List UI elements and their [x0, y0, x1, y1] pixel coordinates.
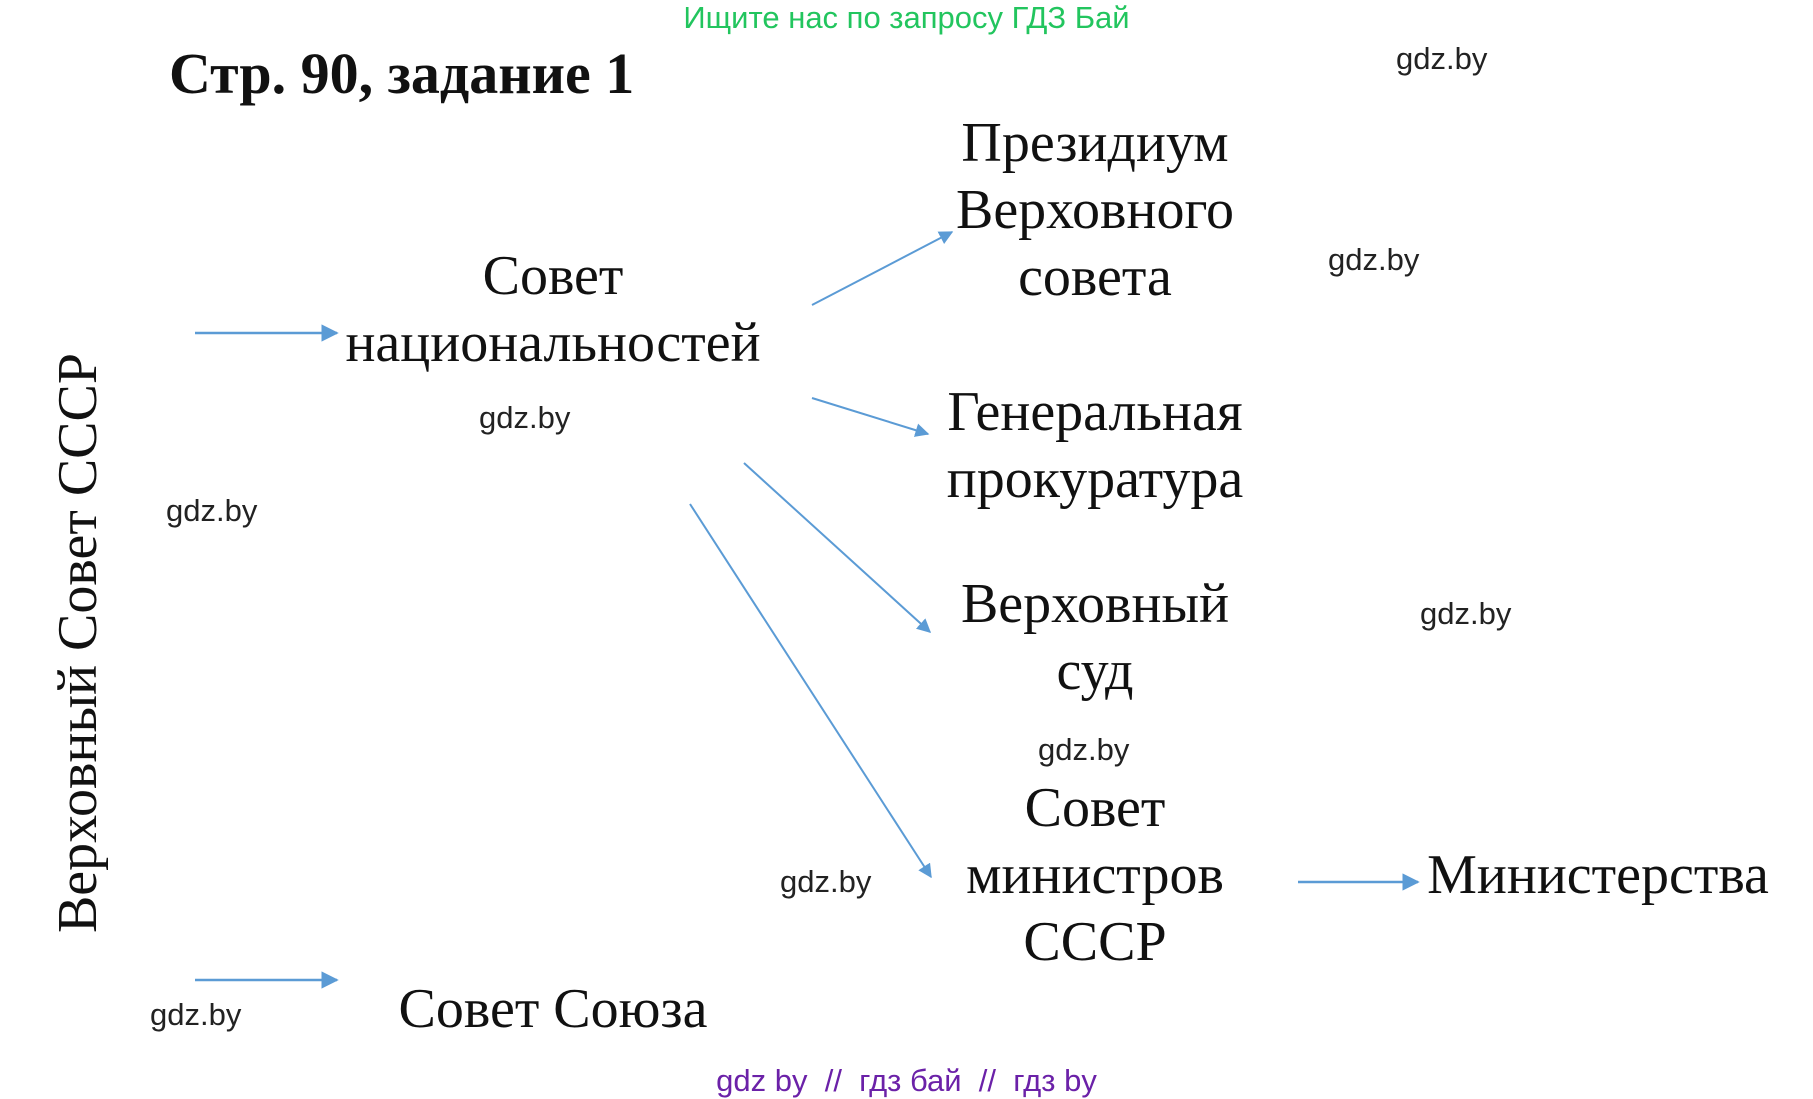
watermark: gdz.by — [166, 493, 258, 528]
node-sovet-soyuza: Совет Союза — [398, 978, 708, 1040]
node-line: Совет — [482, 245, 624, 307]
watermark: gdz.by — [479, 400, 571, 435]
node-line: Совет — [1024, 777, 1166, 839]
node-line: национальностей — [345, 312, 761, 374]
arrow-to-verkh-sud — [743, 462, 932, 633]
node-verkhovny-sud: Верховный суд — [920, 571, 1270, 705]
watermark: gdz.by — [1328, 242, 1420, 277]
node-prezidium: Президиум Верховного совета — [920, 110, 1270, 311]
node-line: Президиум — [961, 112, 1229, 174]
node-line: министров — [966, 844, 1224, 906]
node-line: Генеральная — [947, 381, 1243, 443]
node-sovet-natsionalnostey: Совет национальностей — [333, 243, 773, 377]
node-line: суд — [1056, 640, 1134, 702]
node-line: совета — [1018, 246, 1172, 308]
node-sovet-ministrov: Совет министров СССР — [920, 775, 1270, 976]
watermark: gdz.by — [150, 997, 242, 1032]
watermark: gdz.by — [780, 864, 872, 899]
node-prokuratura: Генеральная прокуратура — [920, 379, 1270, 513]
watermark: gdz.by — [1038, 732, 1130, 767]
node-line: СССР — [1023, 911, 1167, 973]
footer-text: gdz by // гдз бай // гдз by — [716, 1063, 1097, 1098]
watermark: gdz.by — [1396, 41, 1488, 76]
watermark: gdz.by — [1420, 596, 1512, 631]
node-ministerstva: Министерства — [1427, 844, 1769, 906]
page-title: Стр. 90, задание 1 — [169, 41, 635, 106]
node-line: прокуратура — [946, 448, 1244, 510]
arrow-to-prezidium — [811, 231, 954, 306]
node-line: Верховного — [955, 179, 1235, 241]
top-banner: Ищите нас по запросу ГДЗ Бай — [683, 0, 1130, 35]
node-line: Верховный — [960, 573, 1230, 635]
arrow-to-sovmin — [689, 503, 932, 879]
arrow-to-prokuratura — [811, 397, 930, 437]
